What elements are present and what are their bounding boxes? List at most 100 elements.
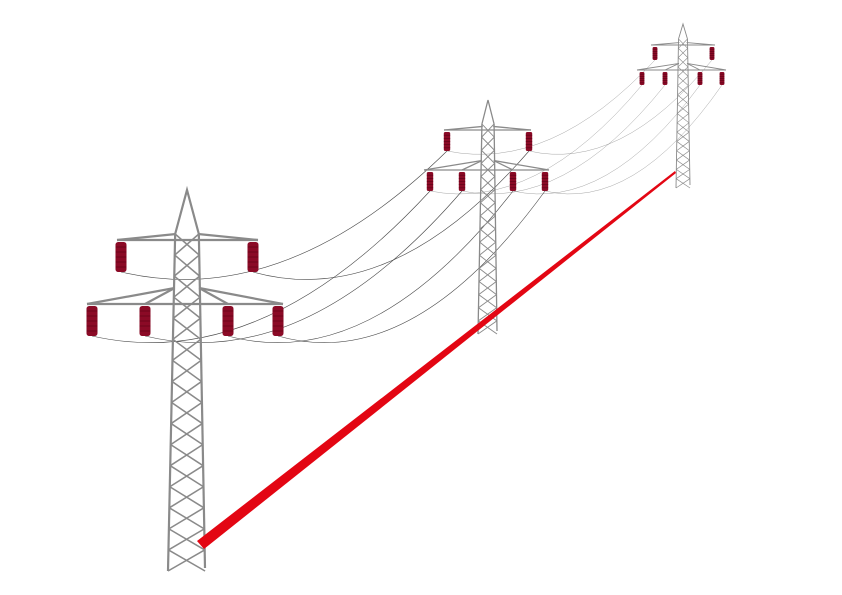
- tower-brace: [677, 57, 689, 68]
- tower-brace: [677, 103, 689, 114]
- insulator: [222, 306, 234, 336]
- tower-brace: [171, 359, 202, 383]
- conductor-wire: [512, 84, 701, 195]
- insulator: [426, 172, 434, 191]
- tower-spire: [481, 99, 495, 125]
- tower-brace: [676, 131, 690, 142]
- conductor-wire: [446, 59, 656, 155]
- tower-brace: [477, 307, 497, 322]
- tower-brace: [169, 465, 204, 488]
- tower-brace: [173, 254, 200, 277]
- tower-brace: [478, 254, 497, 269]
- conductor-wire: [252, 150, 530, 280]
- crossarm-strut: [198, 286, 284, 306]
- tower-brace: [479, 215, 496, 230]
- tower-brace: [171, 380, 203, 404]
- insulator: [247, 242, 259, 272]
- conductor-wire: [120, 150, 448, 280]
- insulator: [662, 72, 668, 85]
- conductor-wire: [461, 84, 666, 195]
- tower-leg-right: [687, 38, 691, 186]
- tower-brace: [480, 176, 496, 190]
- insulator: [709, 47, 715, 60]
- tower-brace: [676, 150, 690, 161]
- crossarm-strut: [650, 42, 680, 46]
- tower-brace: [479, 202, 496, 217]
- tower-brace: [676, 122, 690, 133]
- tower-brace: [480, 189, 496, 204]
- crossarm-strut: [493, 159, 550, 171]
- crossarm-strut: [423, 159, 483, 171]
- tower-brace: [478, 294, 497, 309]
- crossarm-strut: [686, 42, 716, 46]
- tower-brace: [677, 85, 689, 96]
- tower-brace: [677, 76, 689, 86]
- tower-spire: [174, 185, 200, 235]
- conductor-wire: [429, 84, 643, 195]
- insulator: [541, 172, 549, 191]
- tower-brace: [676, 141, 690, 152]
- tower-brace: [675, 169, 690, 179]
- crossarm-strut: [198, 287, 229, 305]
- insulator: [525, 132, 533, 151]
- insulator: [115, 242, 127, 272]
- crossarm-strut: [686, 63, 701, 71]
- tower-brace: [169, 443, 204, 467]
- insulator: [652, 47, 658, 60]
- tower-brace: [478, 268, 497, 282]
- tower-leg-right: [197, 233, 207, 569]
- crossarm-strut: [664, 63, 680, 71]
- insulator: [139, 306, 151, 336]
- crossarm-strut: [144, 287, 176, 305]
- insulator: [639, 72, 645, 85]
- tower-brace: [677, 66, 689, 77]
- highlighted-ground-line: [197, 171, 676, 549]
- near-tower: [86, 185, 284, 572]
- insulator: [443, 132, 451, 151]
- tower-brace: [168, 528, 205, 551]
- conductor-wire: [528, 59, 713, 155]
- tower-brace: [678, 38, 688, 49]
- insulator: [458, 172, 466, 191]
- crossarm-strut: [197, 232, 259, 242]
- tower-brace: [172, 338, 202, 361]
- conductor-wires: [91, 59, 723, 343]
- crossarm-strut: [686, 63, 727, 71]
- tower-brace: [172, 296, 201, 319]
- crossarm-strut: [86, 286, 175, 306]
- far-tower: [636, 22, 727, 189]
- tower-brace: [170, 401, 203, 425]
- tower-brace: [676, 113, 689, 124]
- crossarm-strut: [443, 125, 483, 131]
- tower-leg-right: [493, 123, 498, 332]
- insulator: [86, 306, 98, 336]
- tower-brace: [477, 320, 498, 335]
- crossarm-strut: [636, 63, 680, 71]
- conductor-wire: [227, 190, 514, 343]
- crossarm-strut: [493, 159, 514, 171]
- tower-brace: [172, 317, 201, 340]
- tower-brace: [677, 48, 688, 58]
- tower-brace: [167, 549, 206, 572]
- tower-brace: [174, 233, 200, 256]
- tower-brace: [478, 281, 497, 295]
- tower-brace: [168, 507, 205, 530]
- insulator: [697, 72, 703, 85]
- tower-brace: [677, 94, 689, 105]
- insulator: [509, 172, 517, 191]
- pylons: [86, 22, 727, 572]
- middle-tower: [423, 99, 550, 335]
- tower-brace: [173, 275, 201, 298]
- tower-brace: [479, 241, 497, 256]
- tower-brace: [481, 136, 495, 151]
- crossarm-strut: [116, 232, 177, 242]
- tower-brace: [479, 228, 496, 243]
- conductor-wire: [277, 190, 546, 343]
- insulator: [719, 72, 725, 85]
- insulator: [272, 306, 284, 336]
- tower-brace: [480, 149, 495, 164]
- tower-brace: [676, 159, 690, 170]
- crossarm-strut: [461, 159, 483, 171]
- tower-brace: [168, 486, 204, 509]
